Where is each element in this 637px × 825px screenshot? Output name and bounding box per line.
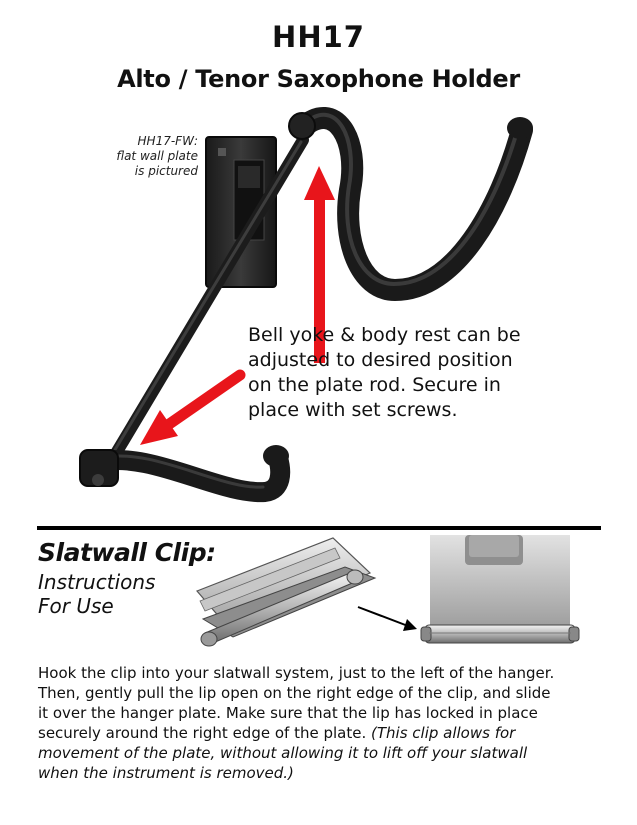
slatwall-subheading: Instructions For Use: [38, 570, 155, 618]
caption-line: is pictured: [134, 164, 198, 178]
instruction-line: Hook the clip into your slatwall system,…: [38, 664, 555, 682]
instruction-line: securely around the right edge of the pl…: [38, 723, 628, 743]
instructions-text: Hook the clip into your slatwall system,…: [38, 663, 628, 783]
instruction-note: when the instrument is removed.): [38, 764, 294, 782]
section-divider: [37, 526, 601, 530]
callout-line: on the plate rod. Secure in: [248, 374, 501, 396]
body-rest: [88, 448, 291, 503]
callout-line: adjusted to desired position: [248, 349, 513, 371]
saxophone-holder-illustration: [79, 107, 533, 503]
instruction-note: movement of the plate, without allowing …: [38, 744, 528, 762]
clip-perspective: [195, 537, 377, 647]
callout-line: place with set screws.: [248, 399, 458, 421]
pointer-arrow: [357, 606, 417, 631]
page-subtitle: Alto / Tenor Saxophone Holder: [117, 65, 520, 93]
adjustment-callout: Bell yoke & body rest can be adjusted to…: [248, 323, 608, 423]
instruction-line: movement of the plate, without allowing …: [38, 743, 628, 763]
callout-line: Bell yoke & body rest can be: [248, 324, 521, 346]
subheading-line: For Use: [38, 594, 114, 618]
instruction-line: it over the hanger plate. Make sure that…: [38, 704, 538, 722]
slatwall-clip-illustration: [195, 535, 580, 647]
subheading-line: Instructions: [38, 570, 156, 594]
slatwall-heading: Slatwall Clip:: [38, 538, 216, 567]
hanger-plate-with-clip: [420, 535, 580, 644]
instruction-line: when the instrument is removed.): [38, 763, 628, 783]
caption-line: HH17-FW:: [137, 134, 198, 148]
photo-caption: HH17-FW: flat wall plate is pictured: [90, 134, 198, 179]
instruction-text: securely around the right edge of the pl…: [38, 724, 367, 742]
diagonal-arrow: [140, 369, 246, 445]
upward-arrow: [304, 166, 335, 363]
page-title: HH17: [272, 20, 365, 54]
instruction-line: Then, gently pull the lip open on the ri…: [38, 684, 551, 702]
instruction-note: (This clip allows for: [366, 724, 516, 742]
caption-line: flat wall plate: [116, 149, 198, 163]
